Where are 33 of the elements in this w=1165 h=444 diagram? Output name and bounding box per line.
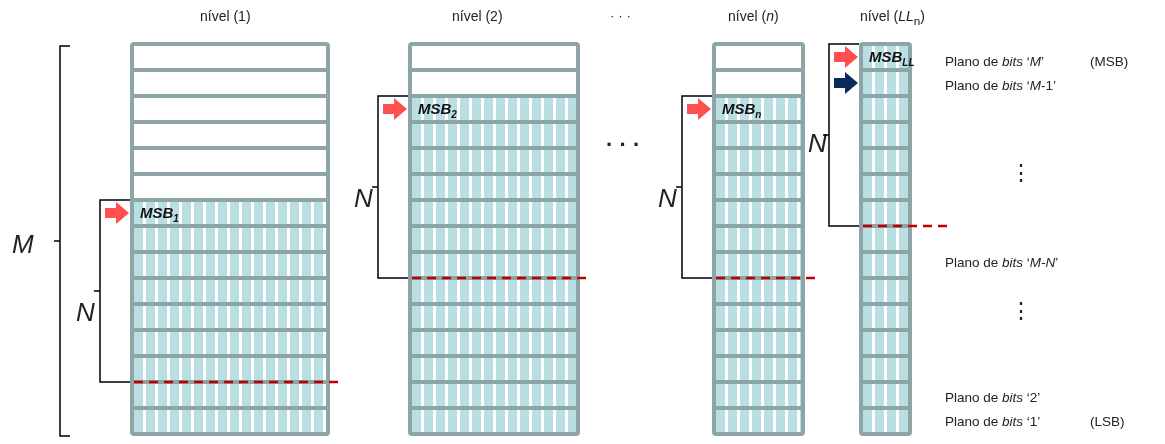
arrow: [834, 46, 858, 68]
bit-plane-label: Plano de bits ‘M-N’: [945, 255, 1059, 270]
msb-label: MSB$_{n}$: [722, 100, 762, 120]
brace-label: N: [658, 183, 677, 214]
msb-bit-plane-row: [412, 98, 576, 120]
bit-plane-label: Plano de bits ‘2’: [945, 390, 1041, 405]
dots-ellipsis: · · ·: [610, 8, 631, 23]
msb-label: MSB$_{1}$: [140, 204, 179, 224]
brace-label: M: [12, 229, 34, 260]
dots-ellipsis: ⋮: [1010, 298, 1032, 324]
arrow: [834, 72, 858, 94]
bit-plane-label: (LSB): [1090, 414, 1125, 429]
arrow: [383, 98, 407, 120]
arrow: [105, 202, 129, 224]
msb-label: MSB$_{2}$: [418, 100, 457, 120]
dots-ellipsis: · · ·: [606, 132, 641, 158]
level-heading: nível (1): [200, 8, 251, 24]
brace-label: N: [808, 128, 827, 159]
level-heading: nível (n): [728, 8, 779, 24]
level-heading: nível (LL$_{n}$): [860, 8, 925, 27]
brace-label: N: [354, 183, 373, 214]
msb-bit-plane-row: [134, 202, 326, 224]
level-heading: nível (2): [452, 8, 503, 24]
msb-bit-plane-row: [716, 98, 801, 120]
bit-plane-label: Plano de bits ‘M’: [945, 54, 1045, 69]
dots-ellipsis: ⋮: [1010, 160, 1032, 186]
msb-label: MSB$_{LL}$: [869, 48, 915, 68]
arrow: [687, 98, 711, 120]
bit-plane-label: Plano de bits ‘1’: [945, 414, 1041, 429]
bit-plane-label: (MSB): [1090, 54, 1129, 69]
brace-label: N: [76, 297, 95, 328]
bit-plane-label: Plano de bits ‘M-1’: [945, 78, 1057, 93]
bit-plane-row: [863, 72, 908, 94]
